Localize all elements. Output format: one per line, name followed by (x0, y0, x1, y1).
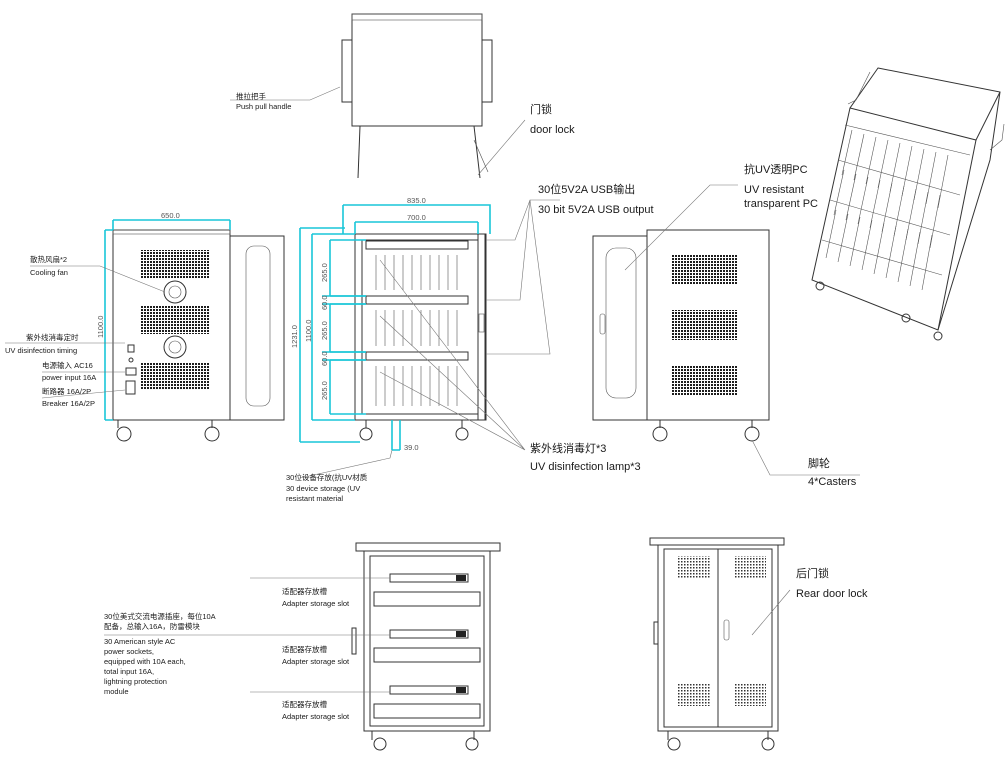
storage-label-en-1: 30 device storage (UV (286, 484, 361, 493)
adapter-slot-1-cn: 适配器存放槽 (282, 587, 327, 596)
front-view (299, 199, 560, 479)
interior-view (104, 542, 501, 751)
usb-label-cn: 30位5V2A USB输出 (538, 184, 636, 196)
dim-front-total-height: 1231.0 (290, 325, 299, 348)
top-view (230, 13, 526, 179)
uv-lamp-label-en: UV disinfection lamp*3 (530, 461, 641, 473)
dim-shelf-gap-5: 265.0 (320, 381, 329, 400)
adapter-slot-1-en: Adapter storage slot (282, 599, 350, 608)
pc-label-cn: 抗UV透明PC (744, 164, 808, 176)
dim-bottom-offset: 39.0 (404, 443, 419, 452)
door-lock-label-en: door lock (530, 124, 575, 136)
rear-lock-label-en: Rear door lock (796, 588, 868, 600)
dim-front-inner-width: 700.0 (407, 213, 426, 222)
rear-door-view (649, 537, 791, 751)
timer-label-en: UV disinfection timing (5, 346, 78, 355)
ac-socket-label-en-1: 30 American style AC (104, 637, 176, 646)
ac-socket-label-en-5: lightning protection (104, 677, 167, 686)
ac-socket-label-en-3: equipped with 10A each, (104, 657, 186, 666)
door-lock-label-cn: 门锁 (530, 104, 552, 116)
dim-shelf-gap-1: 265.0 (320, 263, 329, 282)
breaker-label-cn: 断路器 16A/2P (42, 387, 92, 396)
storage-label-cn: 30位设备存放(抗UV材质 (286, 473, 368, 482)
usb-label-en: 30 bit 5V2A USB output (538, 204, 654, 216)
ac-socket-label-en-4: total input 16A, (104, 667, 155, 676)
dim-shelf-gap-3: 265.0 (320, 321, 329, 340)
handle-label-en: Push pull handle (236, 102, 292, 111)
dim-side-height: 1100.0 (96, 315, 105, 338)
ac-socket-label-en-6: module (104, 687, 129, 696)
handle-label-cn: 推拉把手 (236, 92, 266, 101)
rear-lock-label-cn: 后门锁 (796, 568, 829, 580)
dim-front-outer-width: 835.0 (407, 196, 426, 205)
pc-label-en-1: UV resistant (744, 184, 804, 196)
adapter-slot-2-en: Adapter storage slot (282, 657, 350, 666)
dim-shelf-gap-4: 60.0 (320, 351, 329, 366)
power-label-en: power input 16A (42, 373, 97, 382)
adapter-slot-3-en: Adapter storage slot (282, 712, 350, 721)
pc-label-en-2: transparent PC (744, 198, 818, 210)
timer-label-cn: 紫外线消毒定时 (26, 333, 79, 342)
side-view (5, 219, 285, 442)
ac-socket-label-en-2: power sockets, (104, 647, 155, 656)
uv-lamp-label-cn: 紫外线消毒灯*3 (530, 443, 607, 455)
rear-view (592, 184, 860, 476)
casters-label-cn: 脚轮 (808, 458, 830, 470)
dim-front-body-height: 1100.0 (304, 319, 313, 342)
fan-label-cn: 散热风扇*2 (30, 255, 68, 264)
casters-label-en: 4*Casters (808, 476, 857, 488)
storage-label-en-2: resistant material (286, 494, 344, 503)
power-label-cn: 电源输入 AC16 (42, 361, 93, 370)
adapter-slot-2-cn: 适配器存放槽 (282, 645, 327, 654)
dim-side-width: 650.0 (161, 211, 180, 220)
ac-socket-label-cn-1: 30位美式交流电源插座，每位10A (104, 612, 216, 621)
adapter-slot-3-cn: 适配器存放槽 (282, 700, 327, 709)
isometric-view (811, 67, 1005, 341)
ac-socket-label-cn-2: 配备，总输入16A，防雷模块 (104, 622, 200, 631)
fan-label-en: Cooling fan (30, 268, 68, 277)
dim-shelf-gap-2: 60.0 (320, 295, 329, 310)
breaker-label-en: Breaker 16A/2P (42, 399, 95, 408)
